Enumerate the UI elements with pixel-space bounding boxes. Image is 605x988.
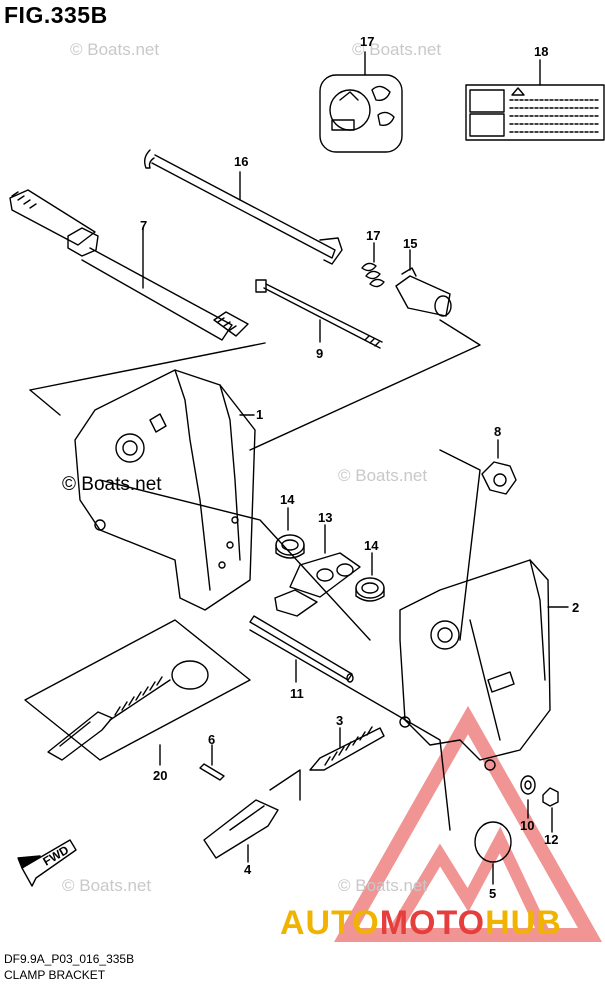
part-16-bushing: [395, 249, 452, 317]
part-12-nut: [542, 787, 559, 833]
leader-line: [439, 449, 481, 641]
watermark: © Boats.net: [70, 40, 160, 59]
callout-2: 2: [572, 600, 580, 615]
part-17-spring: [361, 242, 385, 288]
callout-6: 6: [208, 732, 216, 747]
watermark: © Boats.net: [338, 466, 428, 485]
part-10-washer: [520, 775, 536, 819]
watermark: © Boats.net: [62, 876, 152, 895]
part-14-bushing-lower: [355, 552, 385, 602]
part-18-label-sticker: [319, 51, 403, 153]
callout-3: 3: [336, 713, 344, 728]
part-13-clamp-plate: [274, 524, 361, 617]
leader-line: [29, 342, 266, 391]
callout-5: 5: [489, 886, 497, 901]
figure-name: CLAMP BRACKET: [4, 968, 106, 982]
part-6-pin: [199, 744, 225, 781]
callout-11: 11: [290, 686, 304, 701]
callout-18: 17: [360, 34, 375, 49]
part-19-caution-label: [465, 59, 605, 141]
part-7-clamp-shaft: [9, 189, 249, 341]
callout-8: 8: [494, 424, 502, 439]
callout-15: 16: [234, 154, 249, 169]
part-2-clamp-bracket-right: [399, 559, 569, 771]
callout-12: 12: [544, 832, 559, 847]
part-9-bolt: [255, 279, 383, 349]
fwd-arrow-icon: [17, 839, 77, 887]
part-15-lever-rod: [143, 149, 343, 265]
callout-16: 15: [403, 236, 418, 251]
leader-line: [29, 389, 61, 416]
part-3-clamp-screw: [309, 726, 385, 771]
leader-line: [99, 479, 371, 641]
leader-line: [249, 629, 451, 831]
brand-part-hub: HUB: [485, 904, 562, 942]
callout-9: 9: [316, 346, 324, 361]
callout-4: 4: [244, 862, 252, 877]
callout-13: 13: [318, 510, 333, 525]
callout-1: 1: [256, 407, 264, 422]
brand-part-moto: MOTO: [379, 904, 486, 942]
callout-14-lower: 14: [364, 538, 379, 553]
part-8-nut: [481, 439, 517, 495]
callout-10: 10: [520, 818, 535, 833]
watermark: © Boats.net: [62, 474, 162, 495]
callout-19: 18: [534, 44, 549, 59]
callout-20: 20: [153, 768, 168, 783]
part-11-pin: [249, 615, 354, 683]
callout-7: 7: [140, 218, 148, 233]
brand-triangle-logo: [333, 705, 603, 942]
part-14-bushing-upper: [275, 507, 305, 559]
figure-code: DF9.9A_P03_016_335B: [4, 952, 135, 966]
figure-title: FIG.335B: [4, 2, 108, 28]
part-1-clamp-bracket-left: [74, 369, 256, 611]
part-20-clamp-screw-group: [24, 619, 251, 766]
callout-14-upper: 14: [280, 492, 295, 507]
part-4-clamp-handle: [203, 769, 301, 863]
brand-wordmark: AUTOMOTOHUB: [280, 904, 562, 943]
watermark: © Boats.net: [352, 40, 442, 59]
part-5-clamp-pad: [474, 821, 512, 885]
leader-line: [249, 319, 481, 451]
watermark: © Boats.net: [338, 876, 428, 895]
callout-17: 17: [366, 228, 381, 243]
brand-part-auto: AUTO: [280, 904, 380, 942]
